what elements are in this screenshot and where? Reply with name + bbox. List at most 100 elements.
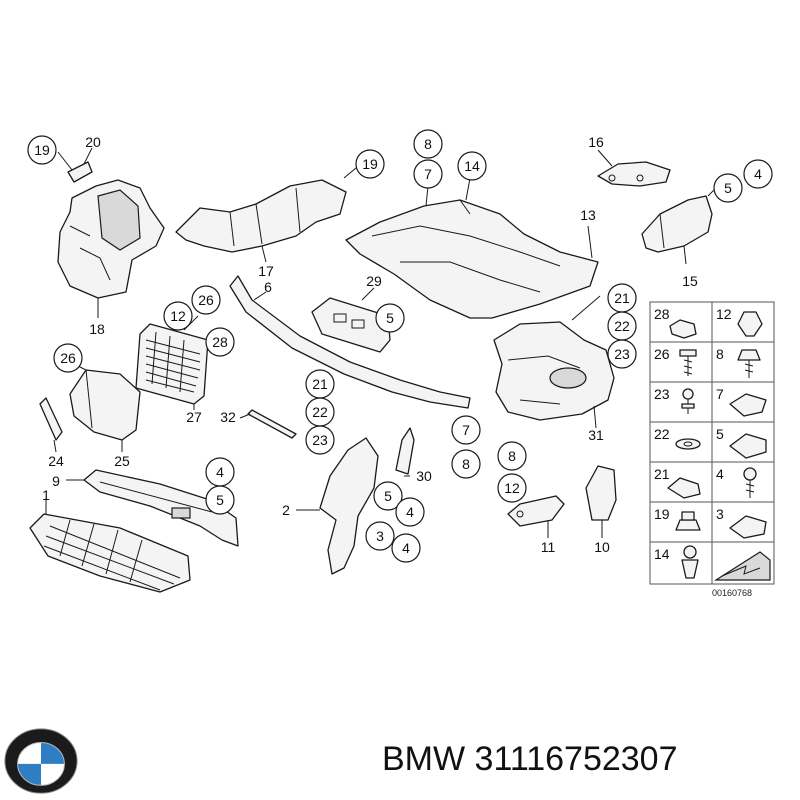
svg-text:8: 8 bbox=[716, 346, 724, 362]
part-32-rod bbox=[239, 409, 297, 439]
svg-text:8: 8 bbox=[508, 448, 516, 464]
label-6: 6 bbox=[264, 279, 272, 295]
svg-text:12: 12 bbox=[170, 308, 186, 324]
callout-5d: 5 bbox=[373, 481, 403, 511]
callout-3: 3 bbox=[365, 521, 395, 551]
svg-text:23: 23 bbox=[312, 432, 328, 448]
callout-4a: 4 bbox=[743, 159, 773, 189]
callout-5b: 5 bbox=[375, 303, 405, 333]
svg-text:23: 23 bbox=[654, 386, 670, 402]
part-11-bracket bbox=[507, 495, 565, 538]
label-1: 1 bbox=[42, 487, 50, 503]
part-18-wheel-arch-liner bbox=[57, 179, 165, 318]
callout-21b: 21 bbox=[305, 369, 335, 399]
callout-4b: 4 bbox=[205, 457, 235, 487]
label-9: 9 bbox=[52, 473, 60, 489]
callout-4c: 4 bbox=[395, 497, 425, 527]
svg-text:4: 4 bbox=[716, 466, 724, 482]
label-29: 29 bbox=[366, 273, 382, 289]
svg-text:23: 23 bbox=[614, 346, 630, 362]
part-2-bracket bbox=[296, 437, 379, 575]
callout-19b: 19 bbox=[355, 149, 385, 179]
callout-22a: 22 bbox=[607, 311, 637, 341]
part-31-tray bbox=[493, 295, 615, 429]
svg-text:4: 4 bbox=[402, 540, 410, 556]
callout-8c: 8 bbox=[497, 441, 527, 471]
part-24-bracket bbox=[39, 397, 63, 453]
part-29-mount-plate bbox=[311, 287, 391, 353]
svg-text:7: 7 bbox=[462, 422, 470, 438]
callout-28a: 28 bbox=[205, 327, 235, 357]
svg-text:8: 8 bbox=[462, 456, 470, 472]
callout-5a: 5 bbox=[713, 173, 743, 203]
svg-text:4: 4 bbox=[216, 464, 224, 480]
part-15-side-panel bbox=[641, 187, 717, 265]
label-13: 13 bbox=[580, 207, 596, 223]
callout-5c: 5 bbox=[205, 485, 235, 515]
label-24: 24 bbox=[48, 453, 64, 469]
svg-text:22: 22 bbox=[654, 426, 670, 442]
label-17: 17 bbox=[258, 263, 274, 279]
part-30-clip bbox=[395, 427, 415, 477]
svg-text:26: 26 bbox=[198, 292, 214, 308]
part-10-bracket bbox=[585, 465, 617, 538]
callout-21a: 21 bbox=[607, 283, 637, 313]
part-25-duct bbox=[69, 365, 141, 452]
callout-14: 14 bbox=[457, 151, 487, 181]
svg-text:21: 21 bbox=[654, 466, 670, 482]
svg-text:14: 14 bbox=[654, 546, 670, 562]
svg-text:3: 3 bbox=[376, 528, 384, 544]
fastener-legend-grid: 28 12 26 8 23 7 22 5 21 4 19 3 14 bbox=[649, 301, 775, 598]
label-20: 20 bbox=[85, 134, 101, 150]
part-6-spoiler-lip bbox=[229, 275, 471, 409]
svg-text:19: 19 bbox=[34, 142, 50, 158]
callout-23b: 23 bbox=[305, 425, 335, 455]
callout-23a: 23 bbox=[607, 339, 637, 369]
svg-text:4: 4 bbox=[406, 504, 414, 520]
part-caption: BMW 31116752307 bbox=[382, 740, 792, 779]
svg-text:5: 5 bbox=[386, 310, 394, 326]
svg-text:26: 26 bbox=[654, 346, 670, 362]
svg-text:14: 14 bbox=[464, 158, 480, 174]
svg-text:26: 26 bbox=[60, 350, 76, 366]
label-10: 10 bbox=[594, 539, 610, 555]
part-17-air-duct bbox=[175, 167, 357, 263]
label-30: 30 bbox=[416, 468, 432, 484]
callout-8b: 8 bbox=[451, 449, 481, 479]
label-32: 32 bbox=[220, 409, 236, 425]
bmw-logo bbox=[4, 728, 78, 794]
svg-text:12: 12 bbox=[716, 306, 732, 322]
label-18: 18 bbox=[89, 321, 105, 337]
svg-text:12: 12 bbox=[504, 480, 520, 496]
label-2: 2 bbox=[282, 502, 290, 518]
callout-8a: 8 bbox=[413, 129, 443, 159]
svg-text:5: 5 bbox=[384, 488, 392, 504]
part-9-crossbar bbox=[66, 469, 239, 547]
callout-22b: 22 bbox=[305, 397, 335, 427]
reference-code: 00160768 bbox=[712, 588, 752, 598]
part-number: 31116752307 bbox=[474, 740, 678, 778]
callout-26b: 26 bbox=[53, 343, 83, 373]
callout-7b: 7 bbox=[451, 415, 481, 445]
svg-text:21: 21 bbox=[614, 290, 630, 306]
callout-12a: 12 bbox=[163, 301, 193, 331]
label-31: 31 bbox=[588, 427, 604, 443]
svg-text:19: 19 bbox=[362, 156, 378, 172]
label-27: 27 bbox=[186, 409, 202, 425]
part-1-lower-grille bbox=[29, 498, 191, 593]
part-20-clip bbox=[57, 147, 93, 183]
callout-7a: 7 bbox=[413, 159, 443, 189]
part-16-bracket bbox=[597, 149, 671, 187]
label-11: 11 bbox=[541, 539, 556, 555]
svg-text:4: 4 bbox=[754, 166, 762, 182]
label-25: 25 bbox=[114, 453, 130, 469]
svg-text:8: 8 bbox=[424, 136, 432, 152]
svg-text:5: 5 bbox=[216, 492, 224, 508]
svg-text:5: 5 bbox=[724, 180, 732, 196]
svg-text:28: 28 bbox=[654, 306, 670, 322]
label-15: 15 bbox=[682, 273, 698, 289]
svg-text:7: 7 bbox=[716, 386, 724, 402]
svg-text:21: 21 bbox=[312, 376, 328, 392]
callout-12b: 12 bbox=[497, 473, 527, 503]
